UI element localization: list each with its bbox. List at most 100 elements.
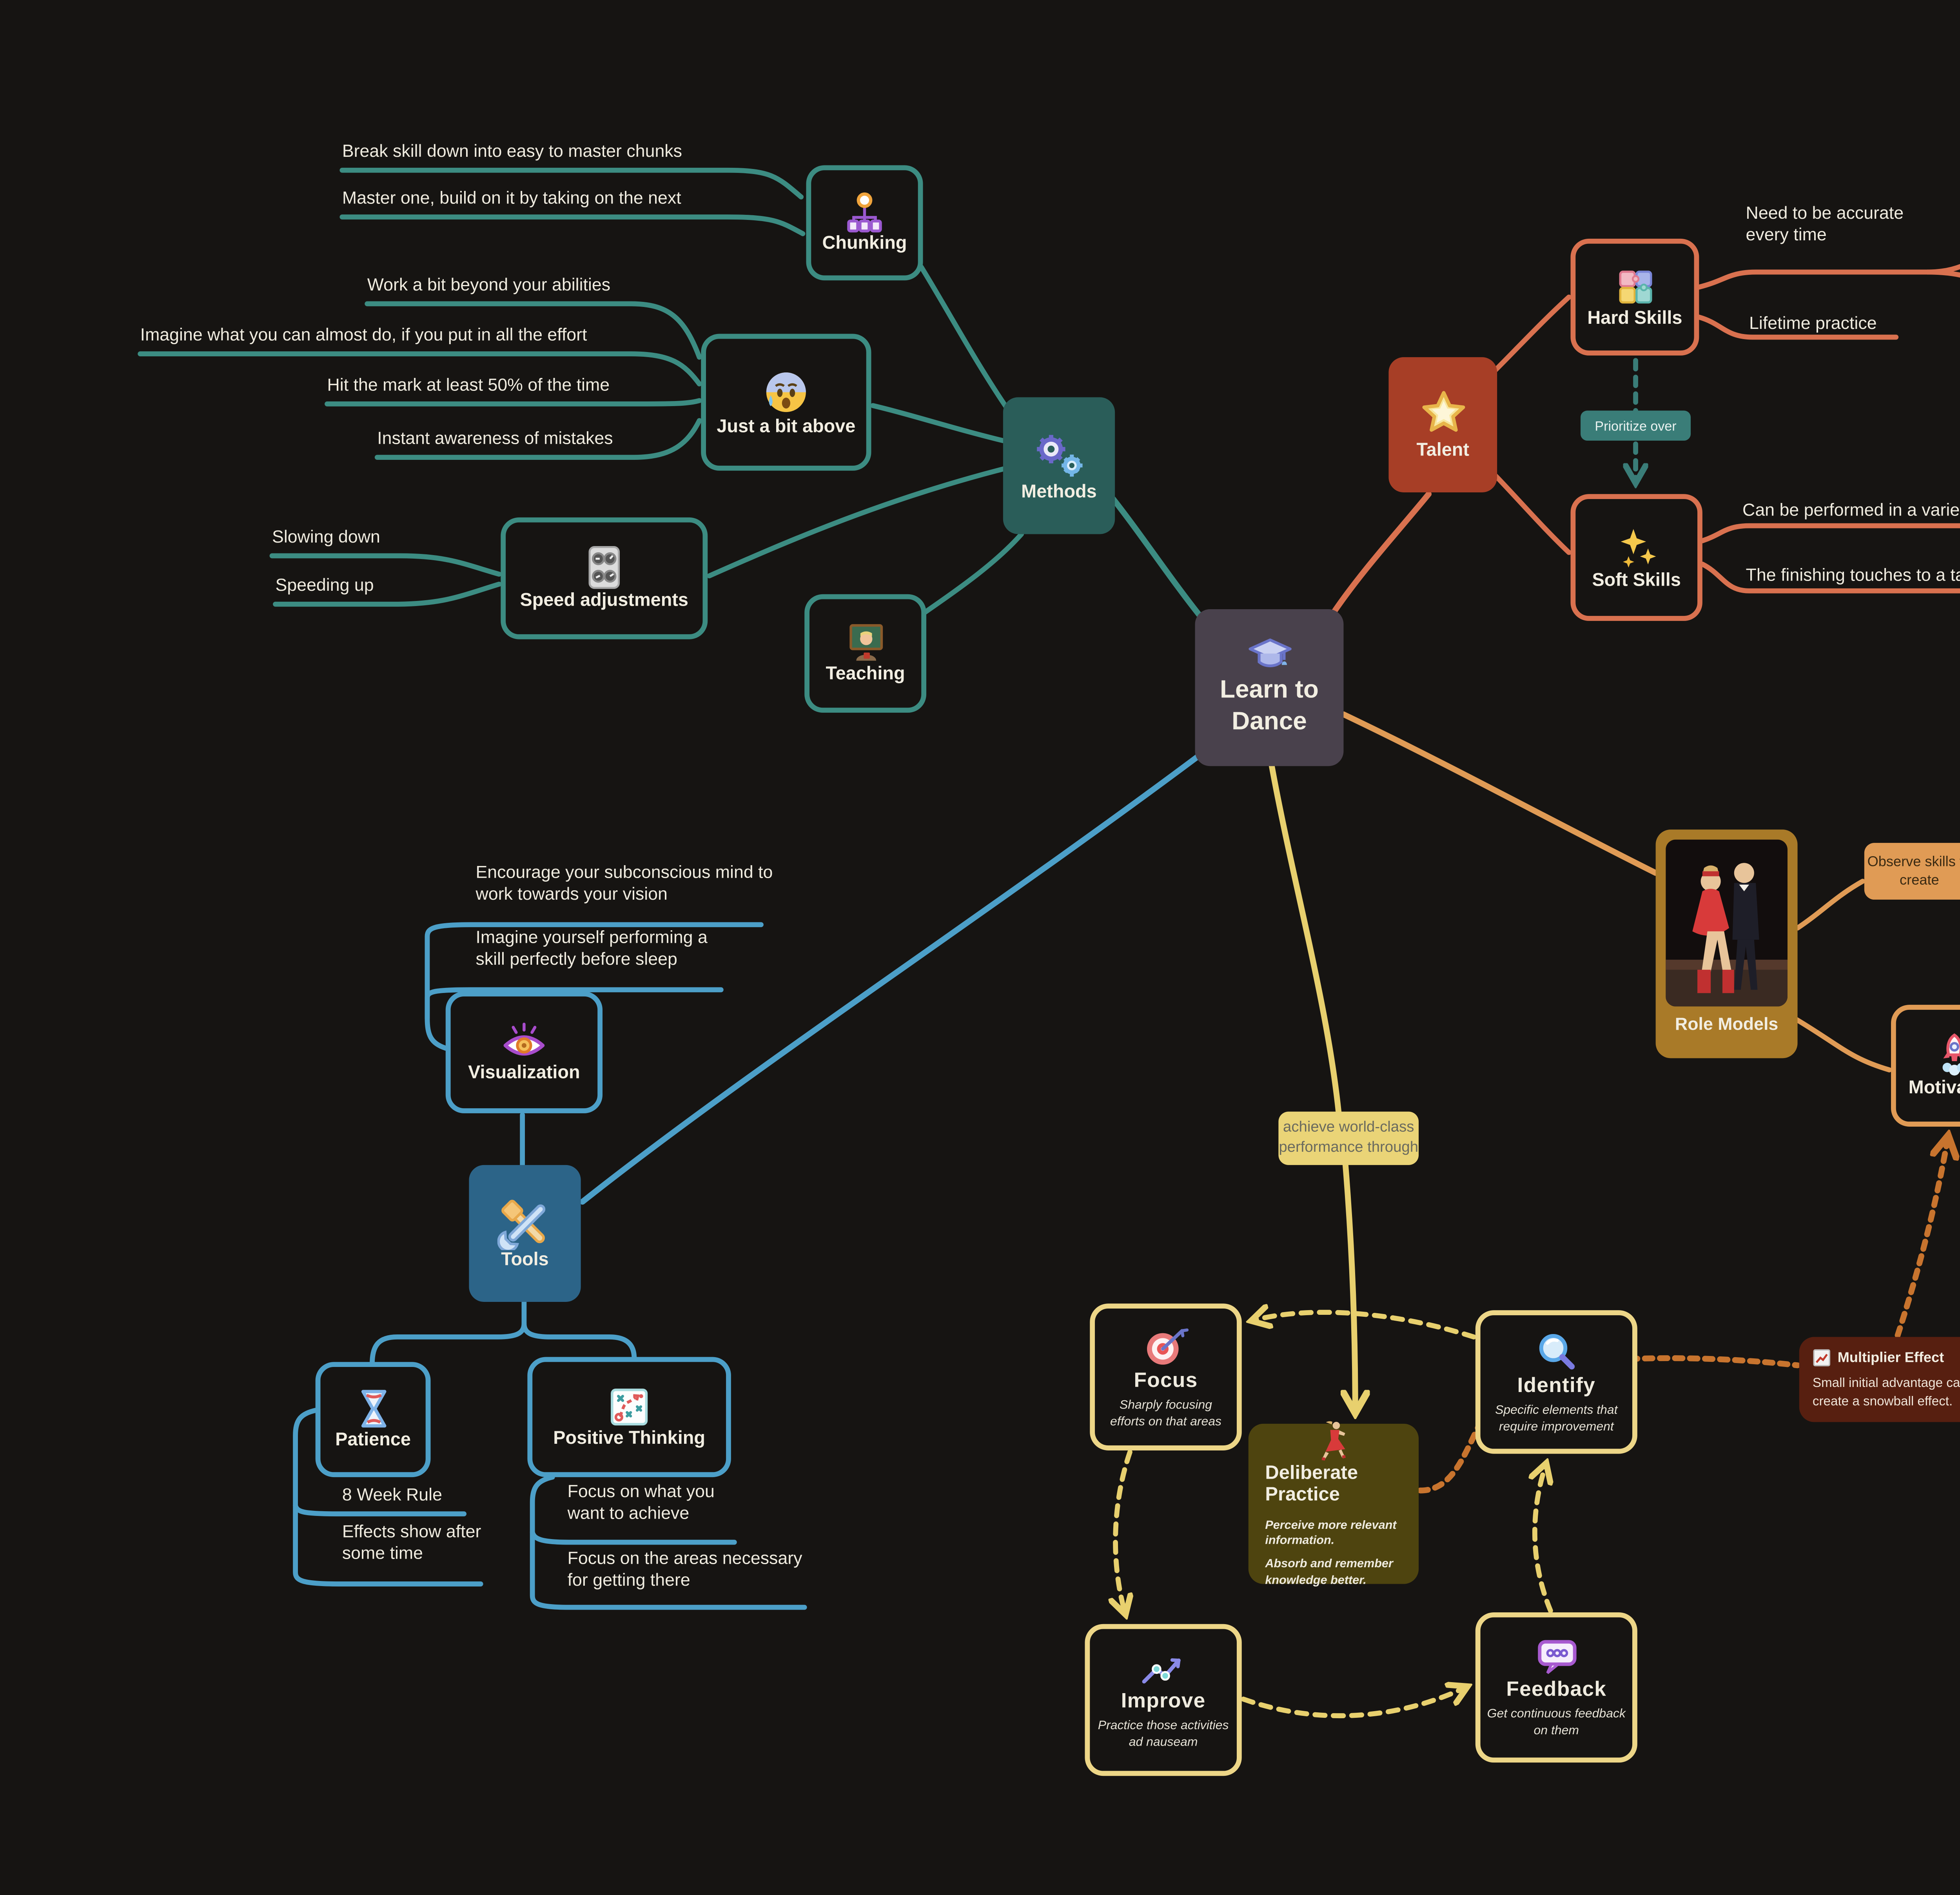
leaf-justabove-4[interactable]: Instant awareness of mistakes: [377, 429, 613, 449]
prioritize-over-badge[interactable]: Prioritize over: [1581, 410, 1691, 441]
leaf-chunking-1[interactable]: Break skill down into easy to master chu…: [342, 142, 682, 162]
branch-methods-justabove: [870, 403, 1006, 443]
note-multiplier-effect[interactable]: Multiplier Effect Small initial advantag…: [1799, 1337, 1960, 1422]
branch-center-rolemodels: [1340, 711, 1659, 876]
leaf-chunking-2[interactable]: Master one, build on it by taking on the…: [342, 189, 681, 209]
leaf-positive-1[interactable]: Focus on what you want to achieve: [567, 1482, 715, 1524]
node-deliberate-practice[interactable]: Deliberate Practice Perceive more releva…: [1248, 1421, 1419, 1586]
chart-rising-icon: [1813, 1348, 1831, 1367]
tools-label: Tools: [501, 1249, 549, 1270]
positive-thinking-label: Positive Thinking: [553, 1428, 706, 1448]
center-label: Learn to Dance: [1220, 676, 1319, 736]
node-improve[interactable]: Improve Practice those activities ad nau…: [1085, 1624, 1242, 1776]
leaf-line-chunking-2: [339, 214, 806, 236]
soft-skills-label: Soft Skills: [1592, 570, 1681, 590]
improve-sub: Practice those activities ad nauseam: [1098, 1718, 1229, 1750]
teaching-label: Teaching: [826, 664, 905, 685]
node-identify[interactable]: Identify Specific elements that require …: [1475, 1310, 1637, 1454]
patience-label: Patience: [335, 1430, 411, 1451]
node-soft-skills[interactable]: Soft Skills: [1570, 494, 1702, 621]
branch-achieve-deliberate: [1345, 1158, 1356, 1410]
leaf-viz-2[interactable]: Imagine yourself performing a skill perf…: [475, 928, 708, 970]
deliberate-body-1: Perceive more relevant information.: [1265, 1516, 1397, 1547]
leaf-justabove-3[interactable]: Hit the mark at least 50% of the time: [327, 375, 610, 396]
deliberate-label: Deliberate Practice: [1265, 1464, 1358, 1506]
branch-rolemodels-motivation: [1791, 1015, 1892, 1073]
leaf-soft-1[interactable]: Can be performed in a variety of ways: [1742, 501, 1960, 521]
justabove-label: Just a bit above: [717, 417, 856, 437]
cycle-identify-focus: [1254, 1312, 1476, 1340]
branch-methods-chunking: [918, 264, 1013, 415]
leaf-viz-1[interactable]: Encourage your subconscious mind to work…: [475, 863, 773, 905]
node-role-models[interactable]: Role Models: [1655, 830, 1798, 1058]
magnifier-icon: [1533, 1330, 1580, 1373]
branch-center-tools: [579, 753, 1201, 1205]
node-hard-skills[interactable]: Hard Skills: [1570, 238, 1699, 356]
role-models-label: Role Models: [1675, 1015, 1779, 1035]
leaf-soft-2[interactable]: The finishing touches to a talent: [1746, 566, 1960, 586]
leaf-line-need-reinforce: [1925, 269, 1960, 278]
star-icon: [1414, 388, 1471, 441]
leaf-justabove-1[interactable]: Work a bit beyond your abilities: [367, 275, 611, 296]
leaf-patience-2[interactable]: Effects show after some time: [342, 1522, 481, 1564]
puzzle-icon: [1613, 265, 1657, 309]
branch-methods-teaching: [922, 532, 1024, 615]
dancer-icon: [1315, 1421, 1352, 1461]
leaf-speed-1[interactable]: Slowing down: [272, 527, 380, 548]
hammer-wrench-icon: [496, 1196, 554, 1252]
leaf-speed-2[interactable]: Speeding up: [275, 575, 374, 596]
achieve-badge[interactable]: achieve world-class performance through: [1278, 1111, 1419, 1165]
node-visualization[interactable]: Visualization: [445, 991, 603, 1113]
leaf-line-speed-1: [269, 553, 502, 577]
leaf-hard-need[interactable]: Need to be accurate every time: [1746, 203, 1904, 246]
node-speed-adjustments[interactable]: Speed adjustments: [501, 517, 708, 639]
branch-center-methods: [1110, 496, 1203, 619]
node-methods[interactable]: Methods: [1003, 397, 1115, 534]
leaf-patience-1[interactable]: 8 Week Rule: [342, 1485, 442, 1506]
node-teaching[interactable]: Teaching: [804, 594, 927, 713]
focus-sub: Sharply focusing efforts on that areas: [1110, 1396, 1222, 1428]
node-feedback[interactable]: Feedback Get continuous feedback on them: [1475, 1612, 1637, 1763]
teacher-icon: [844, 621, 887, 665]
observe-skills-badge[interactable]: Observe skills to create: [1864, 843, 1960, 900]
node-chunking[interactable]: Chunking: [806, 165, 923, 281]
leaf-line-justabove-3: [325, 398, 702, 407]
node-positive-thinking[interactable]: Positive Thinking: [527, 1357, 731, 1478]
leaf-line-hard-need: [1696, 269, 1931, 290]
speech-bubble-icon: [1533, 1637, 1580, 1677]
multiplier-title: Multiplier Effect: [1837, 1349, 1944, 1366]
leaf-positive-2[interactable]: Focus on the areas necessary for getting…: [567, 1549, 802, 1591]
methods-label: Methods: [1021, 482, 1097, 502]
node-motivation[interactable]: Motivation: [1891, 1005, 1960, 1127]
node-talent[interactable]: Talent: [1388, 357, 1497, 493]
leaf-line-positive-1: [530, 1530, 737, 1545]
speed-label: Speed adjustments: [520, 591, 688, 612]
gears-icon: [1031, 428, 1087, 482]
leaf-hard-lifetime[interactable]: Lifetime practice: [1749, 314, 1877, 334]
rocket-icon: [1933, 1032, 1960, 1078]
branch-center-achieve: [1269, 763, 1342, 1115]
node-just-a-bit-above[interactable]: Just a bit above: [701, 334, 871, 471]
feedback-label: Feedback: [1506, 1677, 1607, 1701]
anxious-face-icon: [761, 367, 811, 417]
graduation-cap-icon: [1244, 636, 1294, 676]
multiplier-body: Small initial advantage can create a sno…: [1812, 1375, 1960, 1409]
cycle-improve-feedback: [1241, 1688, 1465, 1719]
eye-icon: [499, 1020, 549, 1064]
branch-tools-positive: [521, 1321, 637, 1361]
feedback-sub: Get continuous feedback on them: [1487, 1705, 1626, 1737]
node-learn-to-dance[interactable]: Learn to Dance: [1195, 609, 1344, 766]
improve-label: Improve: [1121, 1689, 1206, 1713]
cycle-feedback-identify: [1535, 1465, 1550, 1614]
talent-label: Talent: [1416, 441, 1469, 461]
node-focus[interactable]: Focus Sharply focusing efforts on that a…: [1090, 1303, 1242, 1450]
node-patience[interactable]: Patience: [315, 1362, 431, 1478]
branch-rolemodels-observe: [1795, 879, 1865, 931]
cycle-focus-improve: [1116, 1449, 1130, 1612]
strategy-icon: [608, 1385, 651, 1428]
leaf-justabove-2[interactable]: Imagine what you can almost do, if you p…: [140, 325, 587, 346]
target-icon: [1141, 1325, 1191, 1369]
node-tools[interactable]: Tools: [469, 1165, 581, 1302]
focus-label: Focus: [1134, 1368, 1198, 1392]
dotted-multiplier-motivation: [1895, 1138, 1948, 1338]
